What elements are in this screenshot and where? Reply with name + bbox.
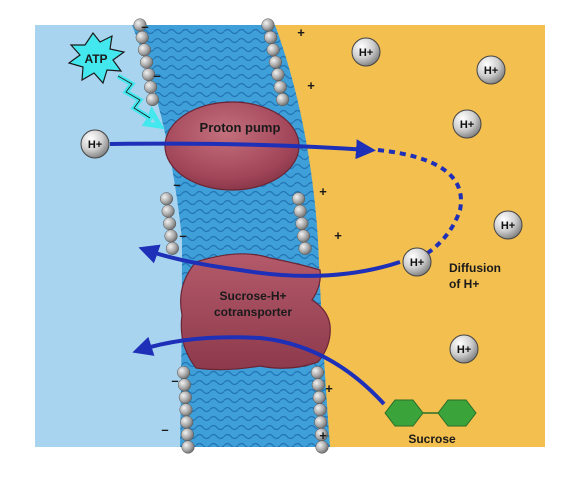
positive-charge: + [297, 25, 305, 40]
lipid-head [139, 55, 154, 69]
lipid-head [295, 217, 309, 231]
negative-charge: – [179, 228, 186, 243]
proton-ion: H+ [476, 55, 506, 85]
lipid-head [271, 68, 285, 82]
diffusion-dotted-arrow [377, 148, 463, 260]
lipid-head [311, 378, 325, 392]
negative-charge: – [161, 422, 168, 437]
proton-pump-label: Proton pump [200, 120, 281, 135]
atp-burst: ATP [67, 31, 165, 130]
lipid-head [161, 204, 175, 218]
negative-charge: – [171, 373, 178, 388]
sucrose-label: Sucrose [408, 432, 456, 446]
proton-ion-label: H+ [460, 119, 474, 131]
lipid-head [177, 365, 191, 380]
proton-ion-label: H+ [501, 220, 515, 232]
positive-charge: + [334, 228, 342, 243]
lipid-head [310, 365, 324, 380]
sucrose-molecule: Sucrose [384, 399, 477, 446]
lipid-head [164, 229, 178, 243]
positive-charge: + [319, 184, 327, 199]
lipid-head [273, 80, 287, 94]
lipid-head [315, 440, 329, 454]
atp-label: ATP [84, 52, 107, 66]
negative-charge: – [141, 19, 148, 34]
lipid-head [261, 18, 275, 32]
lipid-head [296, 229, 311, 243]
cotransporter-label-line2: cotransporter [214, 305, 292, 319]
proton-ion: H+ [402, 247, 432, 277]
lipid-head [163, 217, 177, 231]
positive-charge: + [325, 381, 333, 396]
lipid-head [293, 204, 307, 218]
lipid-head [137, 43, 151, 57]
proton-ion: H+ [493, 210, 523, 240]
diffusion-label-line1: Diffusion [449, 261, 501, 275]
lipid-head [145, 92, 160, 107]
diffusion-label: Diffusion of H+ [449, 261, 501, 291]
lipid-head [165, 241, 179, 255]
lipid-head [313, 403, 327, 417]
lipid-head [268, 55, 283, 69]
proton-ion-label: H+ [88, 139, 102, 151]
negative-charge: – [173, 177, 180, 192]
proton-ion-label: H+ [457, 344, 471, 356]
proton-ion: H+ [452, 109, 482, 139]
lipid-head [298, 241, 312, 255]
sucrose-cotransporter: Sucrose-H+ cotransporter [180, 253, 331, 371]
negative-charge: – [153, 68, 160, 83]
lipid-head [179, 403, 193, 417]
diffusion-label-line2: of H+ [449, 277, 479, 291]
lipid-head [177, 378, 192, 392]
transport-arrows [109, 139, 463, 406]
lipid-head [275, 92, 290, 107]
sucrose-ring-right [437, 399, 477, 427]
lipid-head [180, 428, 194, 442]
positive-charge: + [319, 428, 327, 443]
proton-ion: H+ [351, 37, 381, 67]
proton-ion-label: H+ [359, 47, 373, 59]
proton-ion-label: H+ [410, 257, 424, 269]
lipid-head [181, 440, 195, 454]
proton-ion: H+ [449, 334, 479, 364]
lipid-head [312, 390, 326, 404]
proton-ion: H+ [80, 129, 110, 159]
proton-pump-arrow [109, 139, 376, 160]
proton-ion-label: H+ [484, 65, 498, 77]
charge-signs: – – – – – – + + + + + + [141, 19, 342, 443]
lipid-head [291, 192, 306, 206]
lipid-head [180, 415, 194, 429]
lipid-head [264, 30, 278, 44]
lipid-head [266, 43, 280, 57]
cotransporter-label-line1: Sucrose-H+ [219, 289, 286, 303]
sucrose-return-arrow [132, 335, 386, 406]
positive-charge: + [307, 78, 315, 93]
proton-return-arrow [138, 244, 401, 278]
proton-ions: H+ H+ H+ H+ H+ H+ H+ [80, 37, 523, 364]
lipid-head [159, 192, 174, 206]
lipid-head [314, 415, 328, 429]
lipid-head [178, 390, 192, 404]
